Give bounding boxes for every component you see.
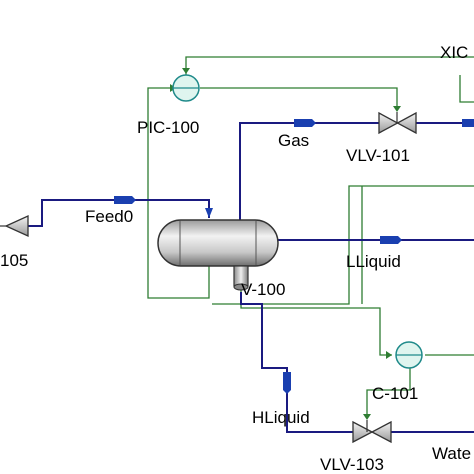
label-feed0: Feed0	[85, 207, 133, 226]
vessel-boot-bottom	[233, 283, 249, 291]
signal-line-pic-input	[147, 87, 210, 299]
pressure-controller-pic100[interactable]	[172, 74, 200, 102]
signal-line-pic-to-vlv101	[200, 87, 398, 110]
arrow-lliquid	[380, 236, 402, 244]
label-water: Wate	[432, 444, 471, 463]
signal-line-xic-right	[459, 75, 474, 103]
label-xic: XIC	[440, 43, 468, 62]
vessel-body	[157, 219, 279, 267]
vlv103-icon	[352, 420, 392, 444]
labels: XIC PIC-100 Gas VLV-101 Feed0 105 LLiqui…	[0, 43, 471, 474]
level-controller-lic101[interactable]	[395, 341, 423, 369]
valve-105-icon	[4, 214, 29, 238]
signal-arrow-xic	[182, 68, 190, 74]
valve-vlv101[interactable]	[378, 111, 417, 135]
label-hliquid: HLiquid	[252, 408, 310, 427]
label-lliquid: LLiquid	[346, 252, 401, 271]
label-gas: Gas	[278, 131, 309, 150]
label-pic100: PIC-100	[137, 118, 199, 137]
arrow-hliquid	[283, 372, 291, 394]
stream-hliquid	[240, 292, 353, 433]
valve-vlv103[interactable]	[352, 420, 392, 444]
signal-arrow-lic	[386, 351, 392, 359]
separator-vessel-v100[interactable]	[157, 219, 279, 291]
arrow-feed	[114, 196, 136, 204]
label-vlv103: VLV-103	[320, 455, 384, 474]
signal-arrow-vlv101	[393, 106, 401, 112]
label-lic101: C-101	[372, 384, 418, 403]
label-105: 105	[0, 251, 28, 270]
signal-line-pic-to-xic	[185, 56, 474, 75]
signal-arrow-vlv103	[363, 414, 371, 420]
valve-105[interactable]	[0, 214, 29, 238]
signal-line-lic-to-vlv103	[366, 367, 411, 418]
arrow-gas	[294, 119, 316, 127]
signal-arrowheads	[170, 68, 401, 420]
signal-line-right-loop	[212, 185, 474, 305]
arrow-feed-down	[205, 208, 213, 218]
stream-gas	[239, 122, 379, 220]
label-v100: V-100	[241, 280, 285, 299]
stream-feed	[28, 199, 210, 227]
arrow-gas-right	[462, 119, 474, 127]
stream-arrows	[114, 119, 474, 394]
label-vlv101: VLV-101	[346, 146, 410, 165]
process-streams	[28, 122, 474, 433]
